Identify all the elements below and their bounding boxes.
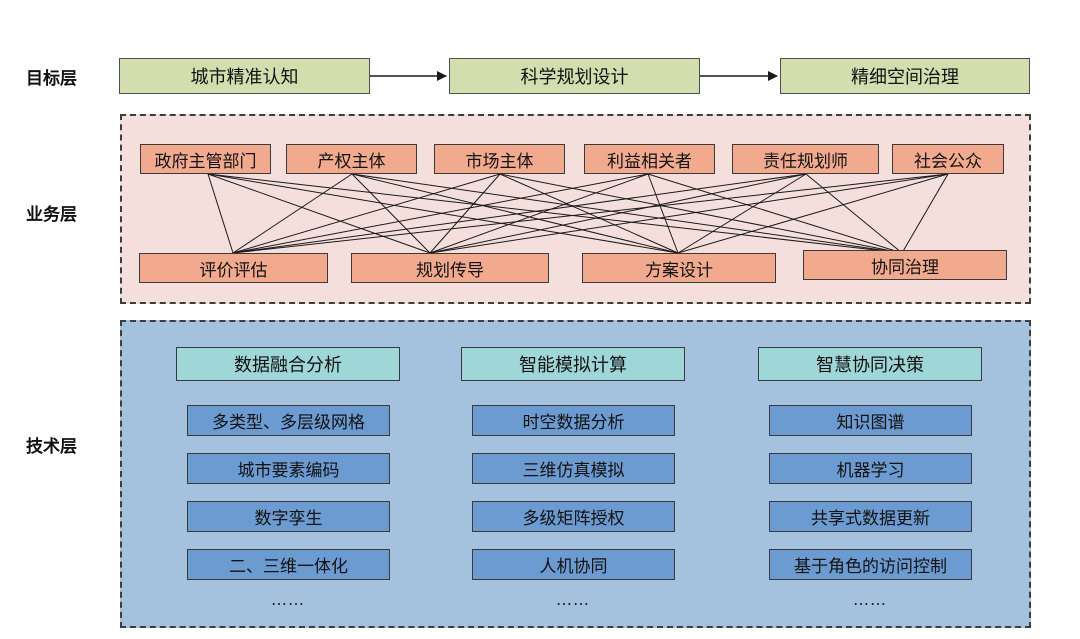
biz-bottom-transmission: 规划传导 (351, 253, 549, 283)
goal-box-spatial-governance: 精细空间治理 (780, 58, 1030, 94)
tech-header-data-fusion: 数据融合分析 (176, 347, 400, 381)
tech-item-2d-3d: 二、三维一体化 (187, 549, 390, 580)
business-link-0-1 (207, 173, 431, 254)
tech-header-smart-decision: 智慧协同决策 (758, 347, 982, 381)
business-link-2-0 (232, 173, 501, 254)
tech-item-rbac: 基于角色的访问控制 (769, 549, 972, 580)
business-link-0-0 (207, 173, 234, 254)
business-link-3-0 (232, 173, 649, 254)
business-link-4-1 (429, 173, 807, 254)
goal-box-planning-design: 科学规划设计 (449, 58, 700, 94)
tech-item-knowledge-graph: 知识图谱 (769, 405, 972, 436)
goal-box-urban-cognition: 城市精准认知 (119, 58, 370, 94)
biz-top-stakeholders: 利益相关者 (584, 144, 715, 174)
goal-layer-label: 目标层 (26, 69, 77, 89)
biz-top-government: 政府主管部门 (140, 144, 271, 174)
business-link-1-2 (351, 173, 679, 254)
business-link-5-3 (901, 173, 949, 254)
business-link-1-1 (351, 173, 431, 254)
tech-item-human-machine: 人机协同 (472, 549, 675, 580)
tech-item-grid: 多类型、多层级网格 (187, 405, 390, 436)
business-link-3-1 (429, 173, 649, 254)
tech-more-col1: …… (271, 590, 305, 609)
biz-top-property-owner: 产权主体 (286, 144, 417, 174)
tech-item-digital-twin: 数字孪生 (187, 501, 390, 532)
business-link-5-1 (429, 173, 949, 254)
business-link-1-3 (351, 173, 903, 254)
tech-item-matrix-auth: 多级矩阵授权 (472, 501, 675, 532)
business-link-3-2 (647, 173, 679, 254)
biz-bottom-evaluation: 评价评估 (139, 253, 328, 283)
business-link-1-0 (232, 173, 353, 254)
business-link-2-1 (429, 173, 501, 254)
business-link-4-3 (805, 173, 903, 254)
business-layer-label: 业务层 (26, 205, 77, 225)
tech-header-intelligent-simulation: 智能模拟计算 (461, 347, 685, 381)
business-link-5-2 (677, 173, 949, 254)
business-link-4-0 (232, 173, 807, 254)
tech-item-spatiotemporal: 时空数据分析 (472, 405, 675, 436)
tech-item-shared-update: 共享式数据更新 (769, 501, 972, 532)
business-link-4-2 (677, 173, 807, 254)
tech-item-machine-learning: 机器学习 (769, 453, 972, 484)
tech-more-col2: …… (556, 590, 590, 609)
business-link-3-3 (647, 173, 903, 254)
tech-more-col3: …… (853, 590, 887, 609)
business-link-0-3 (207, 173, 903, 254)
technology-layer-label: 技术层 (26, 437, 77, 457)
business-link-5-0 (232, 173, 949, 254)
business-links (207, 173, 949, 254)
biz-bottom-collaborative-governance: 协同治理 (803, 250, 1007, 280)
business-link-2-3 (499, 173, 903, 254)
biz-top-public: 社会公众 (892, 144, 1004, 174)
tech-item-element-coding: 城市要素编码 (187, 453, 390, 484)
biz-top-planner: 责任规划师 (732, 144, 879, 174)
biz-bottom-scheme-design: 方案设计 (582, 253, 776, 283)
biz-top-market-entity: 市场主体 (434, 144, 565, 174)
tech-item-3d-simulation: 三维仿真模拟 (472, 453, 675, 484)
